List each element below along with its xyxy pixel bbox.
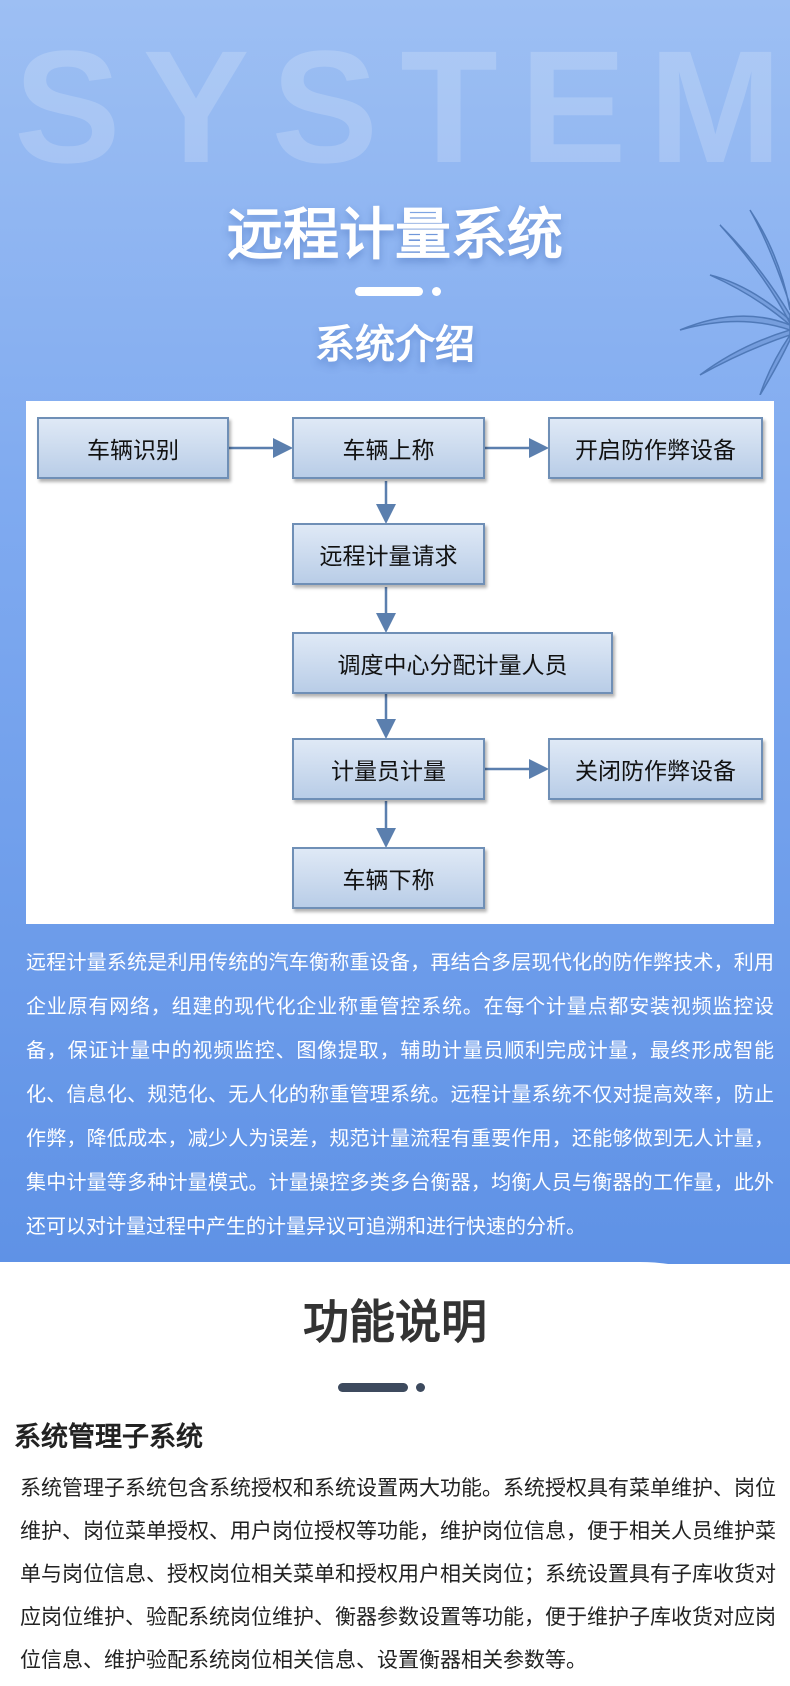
subsystem-title: 系统管理子系统: [14, 1422, 203, 1453]
flow-node-remote-request: 远程计量请求: [292, 523, 485, 585]
flow-node-vehicle-recognition: 车辆识别: [37, 417, 229, 479]
section-subtitle: 系统介绍: [315, 322, 475, 368]
subsystem-paragraph: 系统管理子系统包含系统授权和系统设置两大功能。系统授权具有菜单维护、岗位维护、岗…: [20, 1476, 776, 1672]
features-divider: [338, 1383, 408, 1392]
title-divider-dot: [432, 287, 441, 296]
flow-node-vehicle-off-scale: 车辆下称: [292, 847, 485, 909]
intro-paragraph: 远程计量系统是利用传统的汽车衡称重设备，再结合多层现代化的防作弊技术，利用企业原…: [26, 950, 774, 1238]
page-title: 远程计量系统: [227, 203, 563, 268]
flow-node-operator-weigh: 计量员计量: [292, 738, 485, 800]
top-banner: SYSTEM 远程计量系统 系统介绍 车辆识别 车辆: [0, 0, 790, 1264]
features-title: 功能说明: [303, 1295, 487, 1349]
features-section: [0, 1262, 790, 1686]
flow-node-vehicle-on-scale: 车辆上称: [292, 417, 485, 479]
flowchart: 车辆识别 车辆上称 开启防作弊设备 远程计量请求 调度中心分配计量人员 计量员计…: [26, 401, 774, 924]
background-word: SYSTEM: [14, 22, 790, 192]
palm-leaf-icon: [679, 209, 790, 395]
title-divider: [355, 287, 423, 296]
flow-node-dispatch-assign: 调度中心分配计量人员: [292, 632, 613, 694]
features-divider-dot: [416, 1383, 425, 1392]
flowchart-arrows: [229, 438, 549, 848]
flow-node-enable-anticheat: 开启防作弊设备: [548, 417, 763, 479]
flow-node-disable-anticheat: 关闭防作弊设备: [548, 738, 763, 800]
